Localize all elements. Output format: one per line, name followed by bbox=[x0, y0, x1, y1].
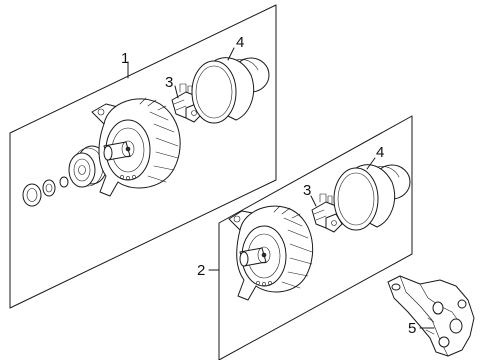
callout-5: 5 bbox=[408, 320, 416, 337]
callout-3-lower: 3 bbox=[303, 182, 311, 199]
upper-nut bbox=[22, 183, 42, 207]
upper-washer-2 bbox=[59, 176, 69, 188]
upper-housing bbox=[191, 57, 270, 124]
callout-3-upper: 3 bbox=[165, 74, 173, 91]
callout-1: 1 bbox=[121, 50, 129, 67]
upper-assembly-panel bbox=[9, 4, 277, 309]
leader-lines bbox=[127, 47, 435, 329]
mounting-bracket bbox=[387, 275, 475, 357]
lower-assembly-panel bbox=[218, 115, 413, 360]
callout-2: 2 bbox=[197, 262, 205, 279]
upper-washer-1 bbox=[42, 179, 56, 197]
lower-regulator bbox=[311, 193, 343, 233]
upper-alternator bbox=[91, 97, 181, 197]
callout-4-upper: 4 bbox=[236, 34, 244, 51]
lower-housing bbox=[333, 164, 411, 231]
callout-4-lower: 4 bbox=[376, 144, 384, 161]
lower-alternator bbox=[228, 205, 314, 301]
